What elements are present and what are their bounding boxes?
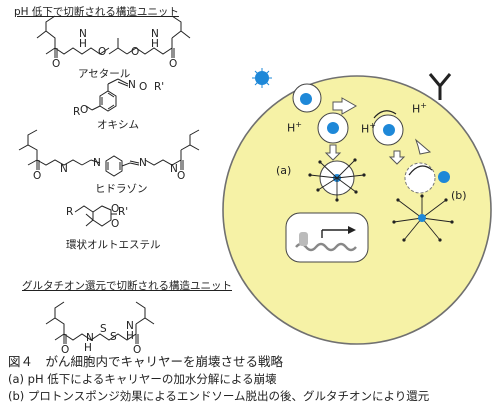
- disulfide-carbonyl-o-1: O: [61, 344, 70, 356]
- burst-b: [393, 196, 453, 241]
- gene-expression-inset: [285, 212, 369, 263]
- proton-label-3: H+: [412, 101, 427, 116]
- disulfide-carbonyl-o-2: O: [133, 344, 142, 356]
- pathway-b-label: (b): [451, 189, 467, 202]
- acetal-n-atom-2: N: [151, 28, 159, 40]
- oxime-o-atom: O: [139, 81, 148, 93]
- acetal-carbonyl-o-1: O: [52, 58, 61, 70]
- ortho-ester-r-group: R: [66, 206, 74, 218]
- oxime-n-atom: N: [128, 79, 136, 91]
- oxime-o-atom-2: O: [80, 104, 89, 116]
- disulfide-h-atom-1: H: [84, 342, 92, 354]
- oxime-name: オキシム: [97, 119, 139, 131]
- burst-a: [309, 159, 365, 200]
- pathway-a-label: (a): [276, 164, 292, 177]
- released-carrier: [438, 171, 450, 183]
- hydrazone-n-atom-3: N: [139, 157, 147, 169]
- proton-label-1: H+: [287, 120, 302, 135]
- hydrazone-n-atom-1: N: [60, 163, 68, 175]
- hydrazone-carbonyl-o-1: O: [33, 170, 42, 182]
- external-carrier-icon: [252, 68, 272, 88]
- acetal-o-atom-1: O: [98, 46, 107, 58]
- proton-label-2: H+: [361, 121, 376, 136]
- disulfide-s-atom-1: S: [100, 323, 107, 335]
- acetal-h-atom: H: [79, 38, 87, 50]
- disulfide-h-atom-2: H: [126, 330, 134, 342]
- hydrazone-name: ヒドラゾン: [95, 183, 148, 195]
- disulfide-n-atom-2: N: [126, 320, 134, 332]
- acetal-o-atom-2: O: [131, 46, 140, 58]
- cell-body: [222, 75, 492, 345]
- hydrazone-n-atom-2: N: [93, 157, 101, 169]
- acetal-name: アセタール: [78, 68, 131, 80]
- hydrazone-n-atom-4: N: [170, 163, 178, 175]
- endosome-2: [317, 112, 349, 144]
- endosome-1: [292, 83, 322, 113]
- endosome-3: [372, 114, 404, 146]
- disulfide-n-atom-1: N: [86, 332, 94, 344]
- figure-caption-line-b: (b) プロトンスポンジ効果によるエンドソーム脱出の後、グルタチオンにより還元: [8, 389, 430, 403]
- disulfide-s-atom-2: S: [110, 331, 117, 343]
- receptor-icon: [428, 73, 452, 100]
- ph-cleavable-units-title: pH 低下で切断される構造ユニット: [14, 6, 179, 18]
- ortho-ester-r1-group: R': [118, 206, 129, 218]
- hydrazone-carbonyl-o-2: O: [177, 170, 186, 182]
- acetal-h-atom-2: H: [151, 38, 159, 50]
- ruptured-endosome: [404, 162, 436, 194]
- ortho-ester-name: 環状オルトエステル: [66, 239, 161, 251]
- ortho-ester-o-atom-2: O: [111, 218, 120, 230]
- oxime-r-group-2: R: [73, 106, 81, 118]
- process-arrows: [324, 97, 432, 165]
- oxime-r-group: R': [154, 81, 165, 93]
- glutathione-cleavable-units-title: グルタチオン還元で切断される構造ユニット: [22, 280, 232, 292]
- figure-caption-title: 図４ がん細胞内でキャリヤーを崩壊させる戦略: [8, 354, 284, 369]
- figure-caption-line-a: (a) pH 低下によるキャリヤーの加水分解による崩壊: [8, 372, 277, 386]
- acetal-n-atom: N: [79, 28, 87, 40]
- ortho-ester-o-atom-1: O: [111, 203, 120, 215]
- acetal-carbonyl-o-2: O: [169, 58, 178, 70]
